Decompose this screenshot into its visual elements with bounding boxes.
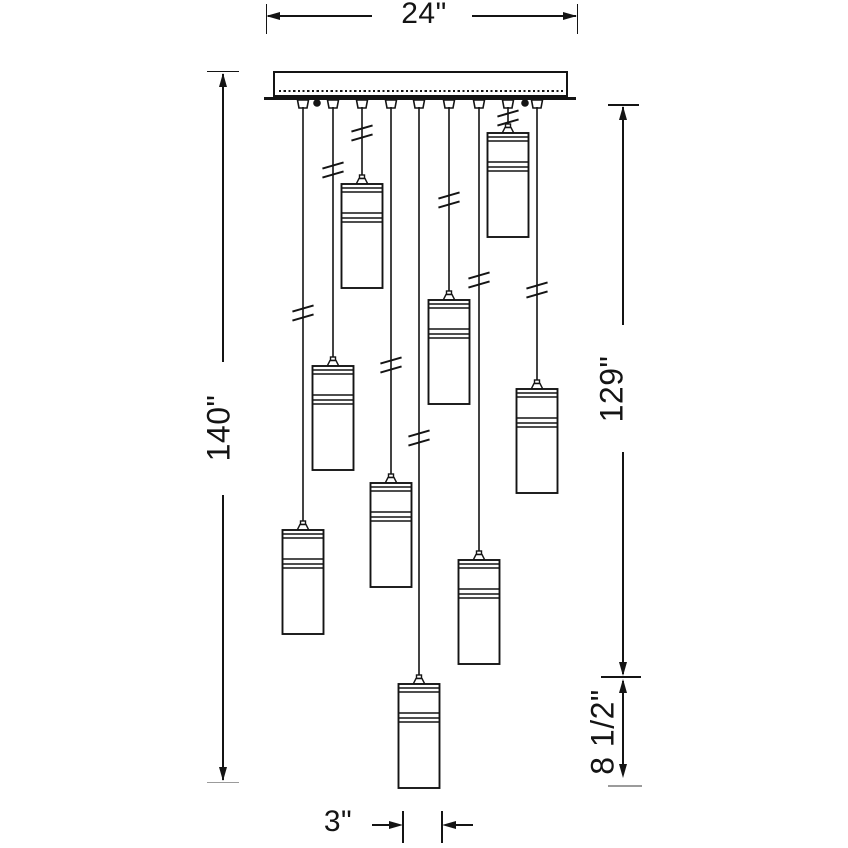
canopy-box [273,71,568,97]
pendant-shade [427,299,471,405]
cord-grip [355,99,369,109]
diameter-dimension-label: 3" [323,805,353,838]
cord-grip [530,99,544,109]
arrowhead-left-icon [266,11,280,20]
cable-break-mark [438,200,460,209]
canopy-knob [313,99,321,107]
cable-break-mark [497,109,519,118]
cable-break-mark [468,280,490,289]
cable-break-mark [497,118,519,127]
cable-break-mark [292,304,314,313]
cable-break-mark [468,271,490,280]
pendant-shade [515,388,559,494]
pendant-shade [311,365,355,471]
drop-tick-middle [601,676,641,678]
arrowhead-up-icon [218,72,227,87]
cable-break-mark [408,438,430,447]
width-dimension-line-left [268,15,372,17]
cable-break-mark [351,133,373,142]
shade-height-label: 8 1/2" [584,689,621,775]
cord-grip [296,99,310,109]
cord-grip [501,99,515,109]
arrowhead-left-icon [442,821,456,829]
overall-height-line-upper [222,74,224,362]
drop-line-upper [622,107,624,325]
diameter-leader-right [455,824,473,826]
cable-break-mark [322,161,344,170]
canopy-mounting-plate [264,96,576,101]
shade-height-line [622,681,624,765]
overall-height-line-lower [222,495,224,780]
width-dimension-label: 24" [401,0,447,30]
cord-grip [412,99,426,109]
pendant-shade [486,132,530,238]
arrowhead-down-icon [618,764,627,778]
arrowhead-up-icon [618,105,627,120]
overall-height-tick-bottom [207,781,239,784]
cord-grip [384,99,398,109]
cable-break-mark [380,356,402,365]
pendant-shade [397,683,441,789]
cable-break-mark [408,429,430,438]
diameter-leader-left [372,824,390,826]
canopy-dotted-line [279,90,563,93]
cable-break-mark [292,313,314,322]
cable-break-mark [438,191,460,200]
arrowhead-right-icon [563,11,577,20]
width-dimension-line-right [472,15,576,17]
pendant-shade [281,529,325,635]
pendant-shade [457,559,501,665]
drop-line-lower [622,452,624,674]
cable-break-mark [526,281,548,290]
canopy-knob [521,99,529,107]
drop-dimension-label: 129" [593,355,630,423]
arrowhead-right-icon [389,821,403,829]
overall-height-tick-top [207,70,239,73]
cord-grip [326,99,340,109]
overall-height-label: 140" [200,394,237,462]
drop-tick-top [608,104,639,106]
arrowhead-down-icon [618,661,627,676]
cord-grip [442,99,456,109]
cord-grip [472,99,486,109]
width-extension-line-right [576,4,579,34]
cable-break-mark [322,170,344,179]
cable-break-mark [380,365,402,374]
arrowhead-down-icon [218,767,227,781]
cable-break-mark [351,124,373,133]
shade-height-tick-bottom [608,785,642,787]
cable-break-mark [526,290,548,299]
pendant-shade [340,183,384,289]
pendant-shade [369,482,413,588]
